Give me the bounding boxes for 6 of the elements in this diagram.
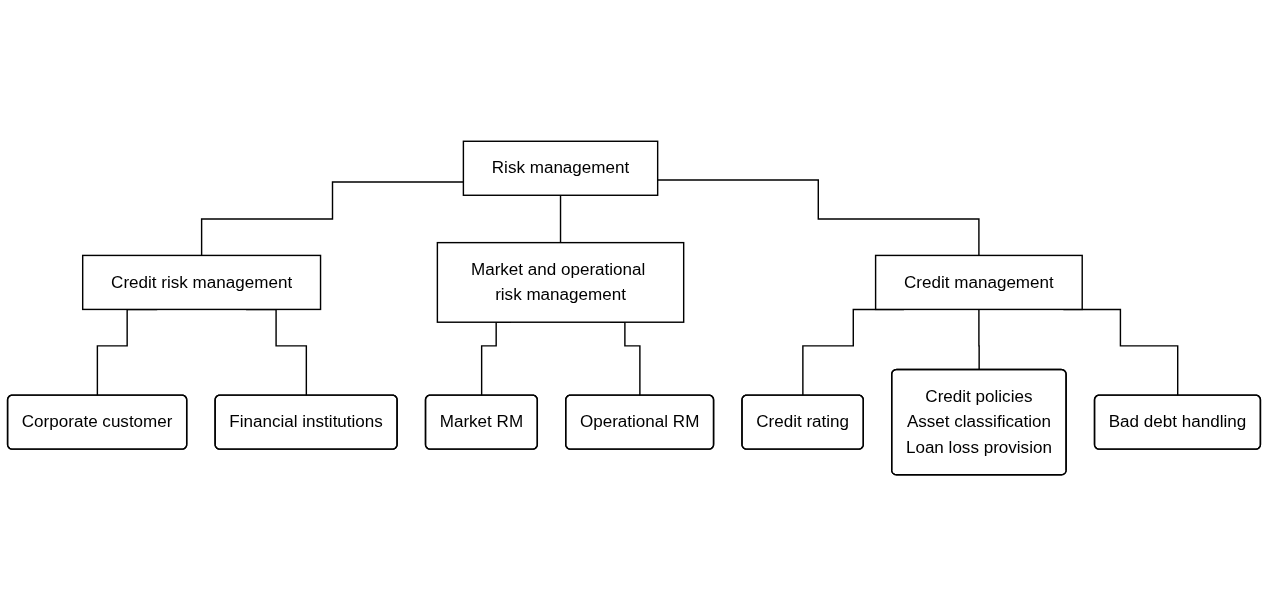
node-box: Market and operational risk management (436, 241, 685, 323)
connector (978, 308, 981, 371)
connector (559, 194, 562, 244)
node-box: Credit risk management (82, 254, 322, 311)
node-box: Risk management (462, 140, 659, 196)
node-box: Credit management (874, 254, 1083, 311)
